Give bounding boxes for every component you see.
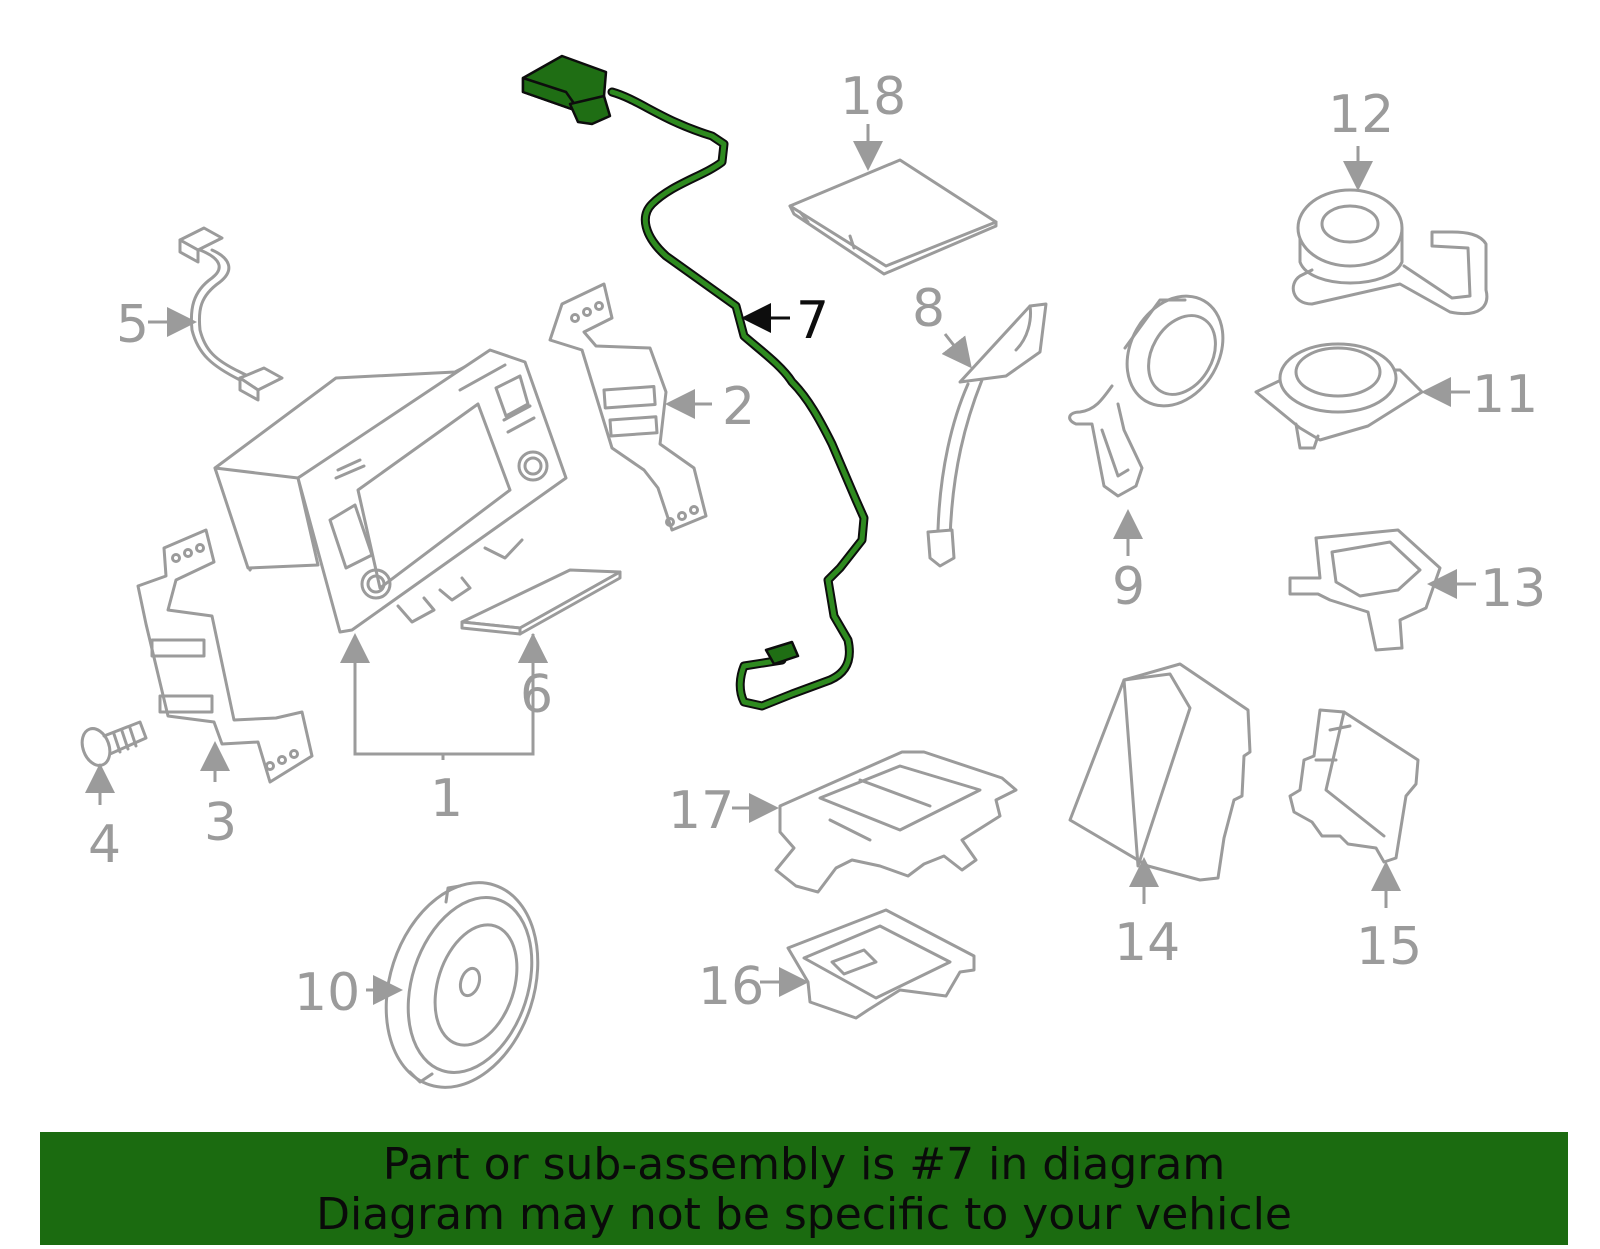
- callout-4: 4: [88, 815, 121, 875]
- part-9-tweeter[interactable]: [1068, 279, 1243, 498]
- callout-11: 11: [1472, 365, 1538, 425]
- info-banner: Part or sub-assembly is #7 in diagram Di…: [40, 1132, 1568, 1245]
- callout-13: 13: [1480, 559, 1546, 619]
- callout-18: 18: [840, 67, 906, 127]
- part-16-pad[interactable]: [786, 908, 976, 1020]
- parts-diagram: 5 2 3 4 1 6 7 18 8 9 12 11 13 14 15 17 1…: [77, 54, 1546, 1107]
- callout-8: 8: [912, 279, 945, 339]
- part-15-bracket[interactable]: [1288, 708, 1420, 864]
- callout-15: 15: [1356, 917, 1422, 977]
- part-6-pad[interactable]: [460, 568, 622, 636]
- callout-5: 5: [116, 295, 149, 355]
- part-3-bracket[interactable]: [136, 528, 314, 784]
- leader-lines: [85, 124, 1476, 1005]
- part-5-harness[interactable]: [178, 226, 284, 402]
- part-11-speaker[interactable]: [1254, 342, 1424, 450]
- part-8-antenna[interactable]: [926, 302, 1048, 568]
- callout-12: 12: [1328, 85, 1394, 145]
- part-12-speaker[interactable]: [1291, 188, 1489, 315]
- banner-line-1: Part or sub-assembly is #7 in diagram: [382, 1139, 1226, 1190]
- callout-6: 6: [520, 665, 553, 725]
- part-17-bracket[interactable]: [774, 750, 1018, 894]
- part-7-antenna-cable[interactable]: [521, 54, 869, 711]
- part-4-screw[interactable]: [77, 720, 148, 769]
- callout-17: 17: [668, 781, 734, 841]
- part-13-bracket[interactable]: [1288, 528, 1442, 652]
- callout-7: 7: [796, 291, 829, 351]
- callout-16: 16: [698, 957, 764, 1017]
- callout-2: 2: [722, 377, 755, 437]
- callout-labels: 5 2 3 4 1 6 7 18 8 9 12 11 13 14 15 17 1…: [88, 67, 1546, 1023]
- banner-line-2: Diagram may not be specific to your vehi…: [316, 1189, 1292, 1240]
- part-2-bracket[interactable]: [548, 282, 708, 532]
- callout-10: 10: [294, 963, 360, 1023]
- callout-3: 3: [204, 793, 237, 853]
- part-1-head-unit[interactable]: [213, 348, 568, 634]
- part-10-speaker[interactable]: [361, 863, 563, 1107]
- callout-14: 14: [1114, 913, 1180, 973]
- part-14-module[interactable]: [1068, 662, 1252, 882]
- part-18-pad[interactable]: [788, 158, 998, 276]
- callout-1: 1: [430, 769, 463, 829]
- callout-9: 9: [1112, 557, 1145, 617]
